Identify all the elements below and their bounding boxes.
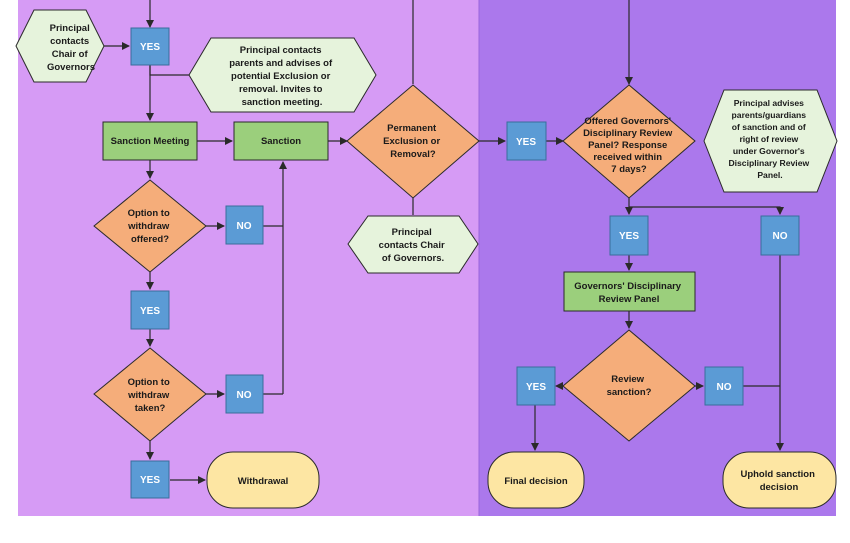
svg-text:Permanent Exclusion or: Permanent Exclusion or Removal?	[383, 123, 443, 160]
node-yes-2: YES	[130, 290, 170, 330]
svg-text:Principal contacts paren: Principal contacts parents and advises o…	[229, 45, 335, 108]
node-withdrawal: Withdrawal	[206, 451, 320, 509]
svg-text:Final decision: Final decision	[504, 476, 568, 487]
node-final-decision: Final decision	[487, 451, 585, 509]
chair-top-line: contacts	[50, 36, 89, 47]
node-permanent-exclusion: Permanent Exclusion or Removal?	[346, 84, 480, 199]
svg-text:NO: NO	[237, 390, 252, 401]
svg-text:YES: YES	[526, 382, 546, 393]
node-option-withdraw-taken: Option to withdraw taken?	[93, 347, 207, 442]
chair-top-line: Chair of	[52, 49, 89, 60]
chair-top-line: Governors	[47, 62, 95, 73]
node-yes-3: YES	[130, 460, 170, 499]
node-principal-advises: Principal advises parents/guardians of s…	[703, 89, 838, 193]
connector-offered-noright1	[629, 206, 784, 215]
node-no-1: NO	[225, 205, 264, 245]
chair-top-line: Principal	[50, 23, 90, 34]
svg-text:Uphold sanction decision: Uphold sanction decision	[740, 469, 817, 493]
node-principal-contacts-chair-bottom: Principal contacts Chair of Governors.	[347, 215, 479, 274]
node-offered-review-panel: Offered Governors' Disciplinary Review P…	[562, 84, 696, 199]
node-review-panel: Governors' Disciplinary Review Panel	[563, 271, 696, 312]
svg-text:NO: NO	[773, 231, 788, 242]
node-principal-contacts-parents: Principal contacts parents and advises o…	[188, 37, 377, 113]
right-panel	[479, 0, 836, 516]
svg-text:Withdrawal: Withdrawal	[238, 476, 289, 487]
connectors	[104, 0, 784, 484]
svg-text:Governors' Disciplinary: Governors' Disciplinary Review Panel	[574, 281, 683, 305]
node-yes-right-2: YES	[609, 215, 649, 256]
svg-text:YES: YES	[140, 42, 160, 53]
svg-text:Offered Governors' Disci: Offered Governors' Disciplinary Review P…	[583, 116, 675, 175]
node-sanction: Sanction	[233, 121, 329, 161]
node-option-withdraw-offered: Option to withdraw offered?	[93, 179, 207, 273]
node-no-2: NO	[225, 374, 264, 414]
svg-text:NO: NO	[717, 382, 732, 393]
node-principal-contacts-chair-top: Principal contacts Chair of Governors	[15, 9, 105, 83]
svg-text:YES: YES	[140, 306, 160, 317]
node-sanction-meeting: Sanction Meeting	[102, 121, 198, 161]
svg-text:Option to withdraw: Option to withdraw offered?	[127, 208, 172, 245]
svg-text:Principal advises parent: Principal advises parents/guardians of s…	[728, 98, 811, 180]
svg-text:YES: YES	[516, 137, 536, 148]
svg-text:Sanction Meeting: Sanction Meeting	[111, 136, 190, 147]
svg-text:Review sanction?: Review sanction?	[607, 374, 652, 398]
svg-text:YES: YES	[619, 231, 639, 242]
svg-text:Principal contacts: Principal contacts Chair of Governors	[47, 23, 95, 73]
node-yes-1: YES	[130, 27, 170, 66]
svg-text:NO: NO	[237, 221, 252, 232]
node-uphold-sanction: Uphold sanction decision	[722, 451, 837, 509]
node-no-right-1: NO	[760, 215, 800, 256]
svg-text:YES: YES	[140, 475, 160, 486]
svg-text:Option to withdraw: Option to withdraw taken?	[127, 377, 172, 414]
svg-text:Sanction: Sanction	[261, 136, 301, 147]
node-yes-right-1: YES	[506, 121, 547, 161]
node-no-right-2: NO	[704, 366, 744, 406]
svg-text:Principal contacts Chair: Principal contacts Chair of Governors.	[379, 227, 448, 264]
node-yes-right-3: YES	[516, 366, 556, 406]
node-review-sanction: Review sanction?	[562, 329, 696, 442]
